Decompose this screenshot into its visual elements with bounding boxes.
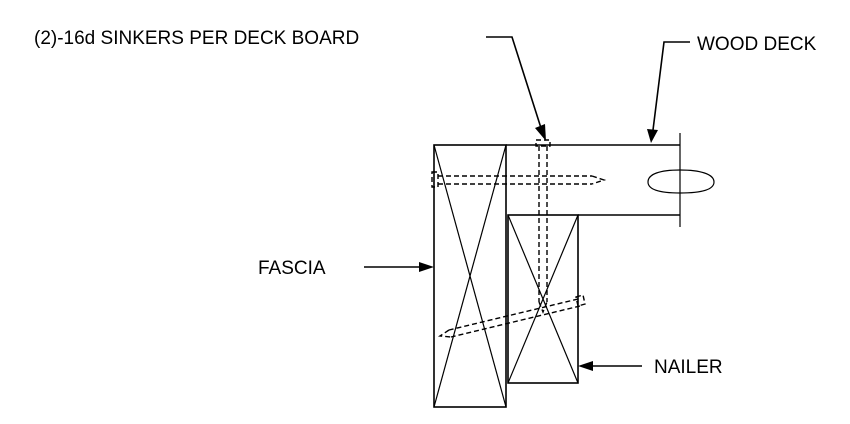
- vertical-nail: [535, 139, 551, 314]
- label-fascia: FASCIA: [258, 258, 326, 279]
- nailer-board: [507, 214, 579, 384]
- diagonal-nail: [437, 294, 586, 338]
- leader-fascia: [364, 262, 434, 272]
- label-wood-deck: WOOD DECK: [697, 34, 817, 55]
- leader-wood-deck: [647, 41, 690, 143]
- deck-board: [506, 133, 715, 227]
- break-symbol: [647, 169, 715, 194]
- label-nailer: NAILER: [654, 357, 723, 378]
- leader-nailer: [578, 361, 642, 371]
- horizontal-nail: [431, 171, 607, 188]
- label-sinkers: (2)-16d SINKERS PER DECK BOARD: [34, 28, 359, 49]
- fascia-board: [433, 144, 507, 408]
- leader-sinkers: [486, 36, 546, 141]
